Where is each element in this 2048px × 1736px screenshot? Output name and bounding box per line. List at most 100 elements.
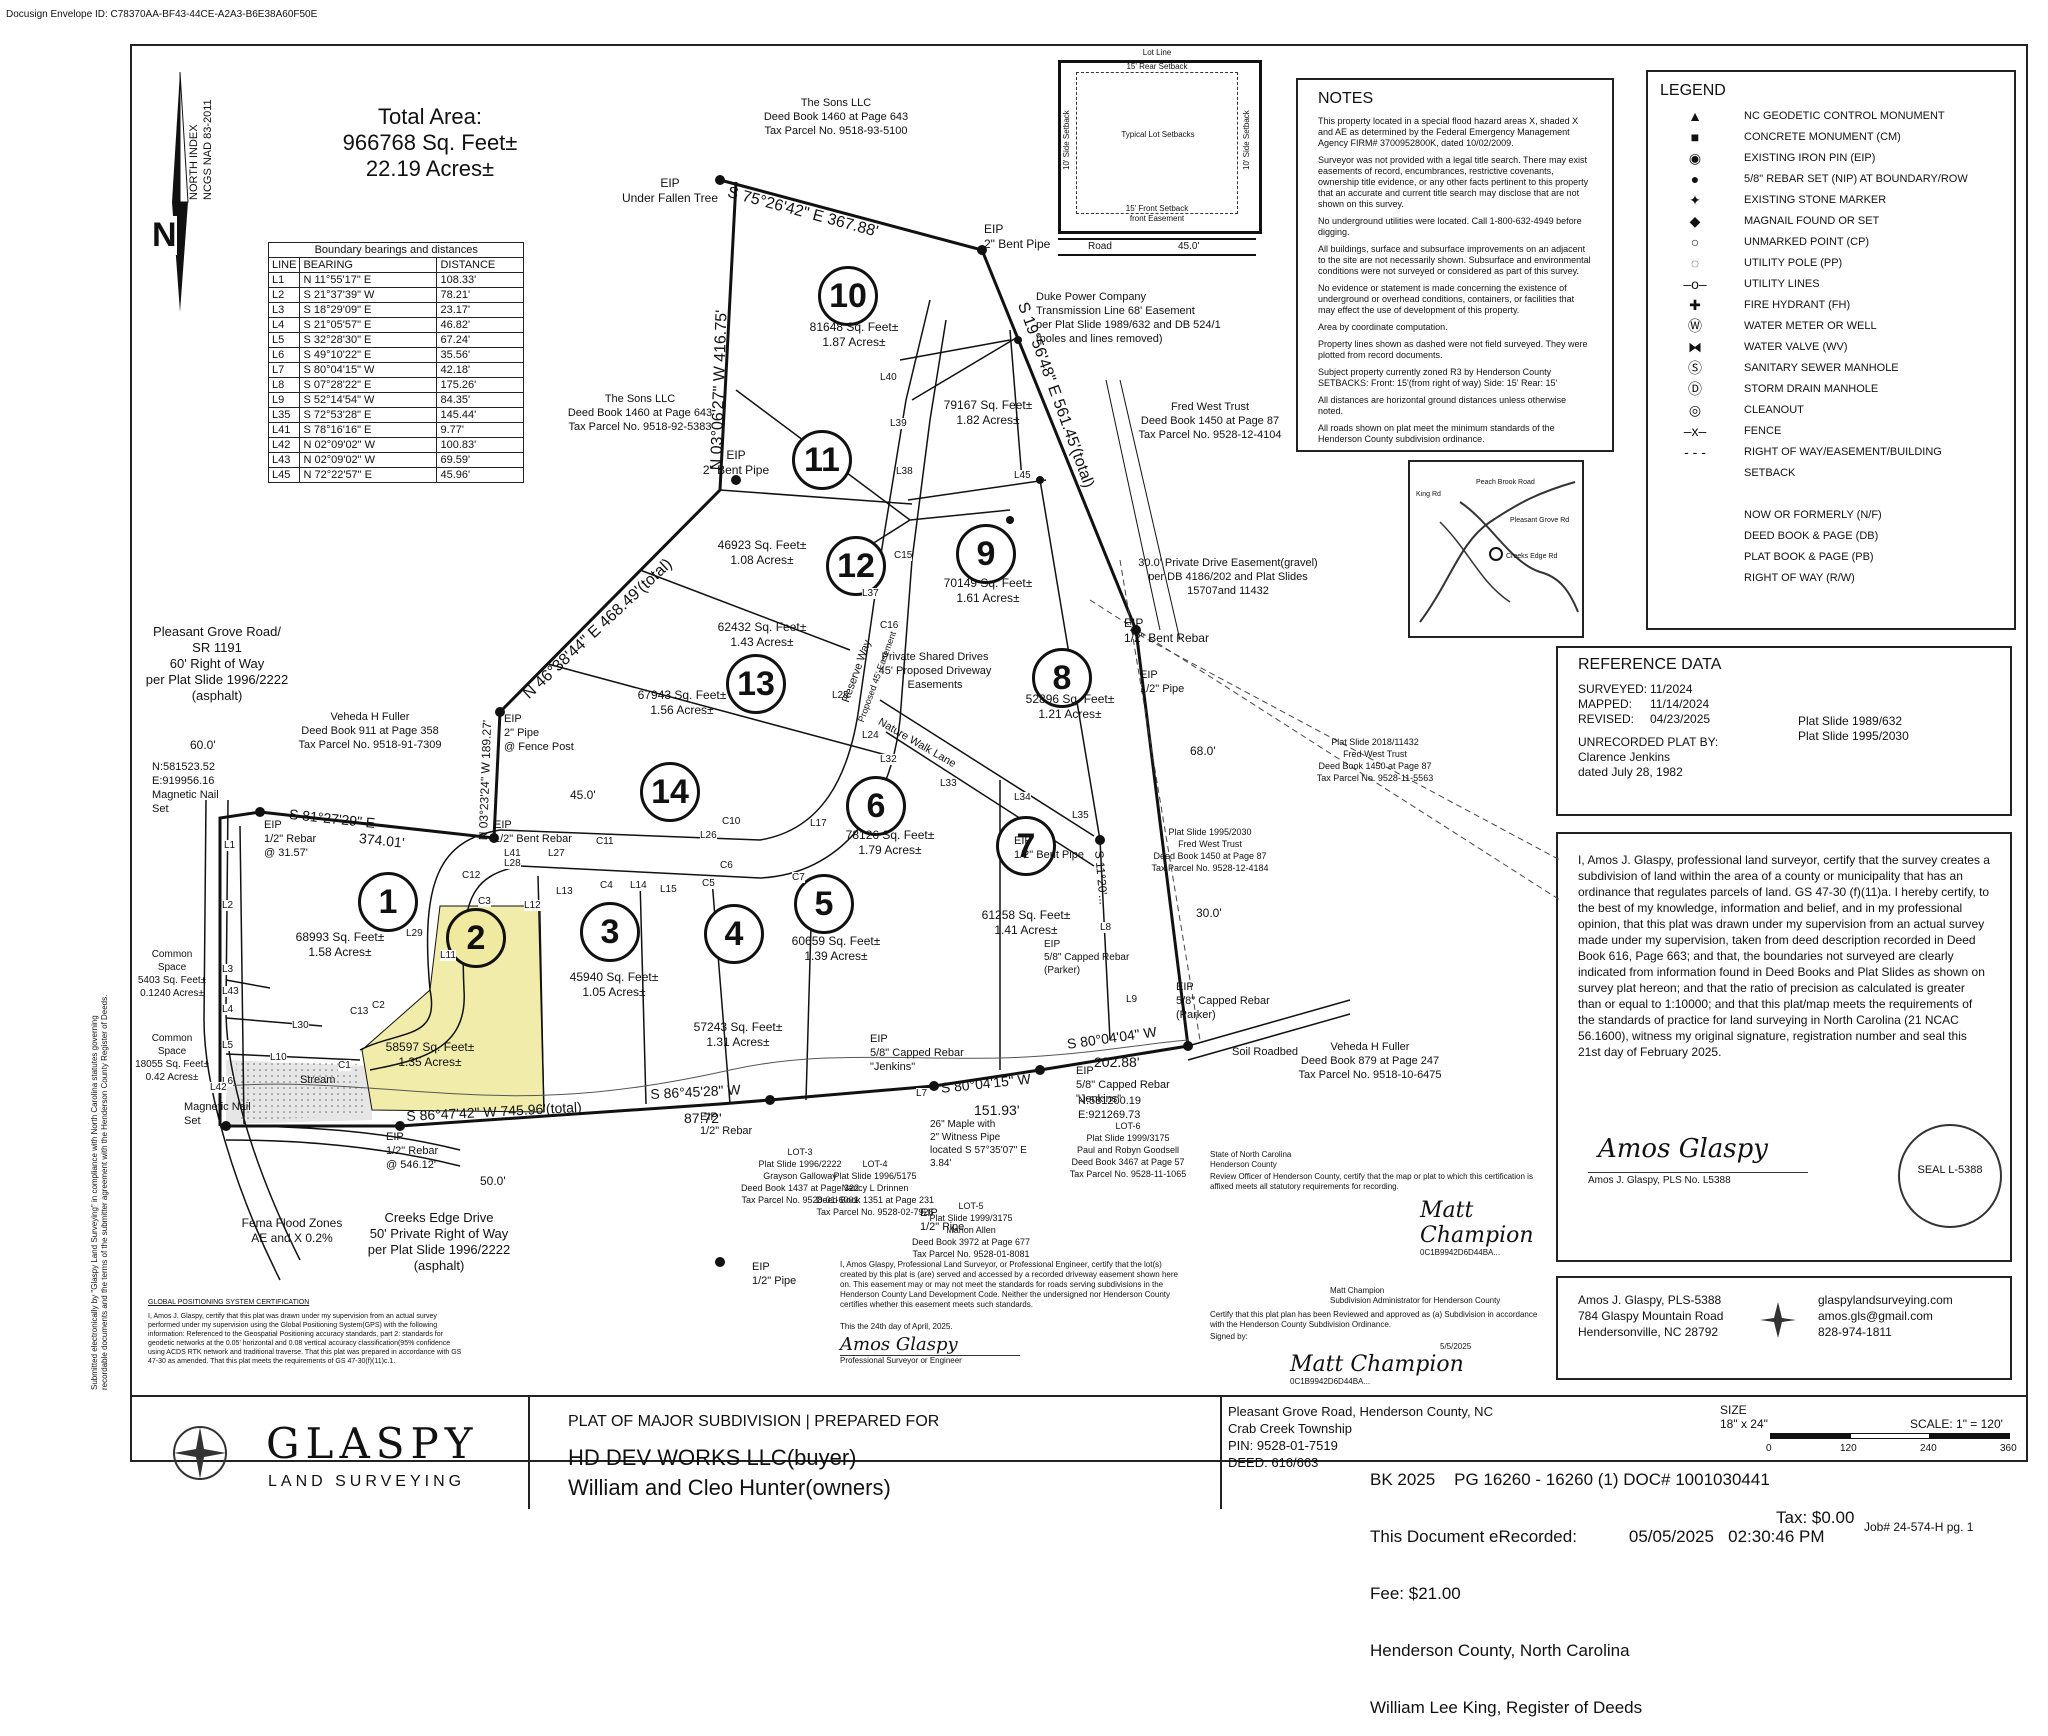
label-line: EIP <box>1044 939 1061 950</box>
label-line: EIP <box>264 819 282 831</box>
label-line: (poles and lines removed) <box>1036 333 1163 345</box>
table-cell: L4 <box>267 317 301 333</box>
label-line: 2" Bent Pipe <box>702 463 770 477</box>
cleanout-icon: ◎ <box>1688 402 1702 418</box>
label-line: Tax Parcel No. 9528-01-6001 <box>741 1195 859 1205</box>
notes-box: NOTES This property located in a special… <box>1296 78 1614 452</box>
legend-label: DEED BOOK & PAGE (DB) <box>1744 530 1879 542</box>
creeks-edge-drive <box>225 999 1351 1167</box>
surveyor-signature: Amos Glaspy <box>1598 1134 1768 1164</box>
note-item: Area by coordinate computation. <box>1318 322 1448 332</box>
label-line: 30.0' Private Drive Easement(gravel) <box>1138 557 1318 569</box>
legend-label: NC GEODETIC CONTROL MONUMENT <box>1744 110 1945 122</box>
title-sep-1 <box>528 1397 530 1509</box>
table-cell: S 80°04'15" W <box>299 362 438 378</box>
legend-label: CLEANOUT <box>1744 404 1804 416</box>
review-envelope: 0C1B9942D6D44BA... <box>1420 1248 1501 1257</box>
label-line: per DB 4186/202 and Plat Slides <box>1148 571 1308 583</box>
revised-date: 04/23/2025 <box>1650 712 1711 726</box>
table-cell: N 72°22'57" E <box>299 467 438 483</box>
company-email[interactable]: amos.gls@gmail.com <box>1818 1309 1933 1323</box>
segment-label: L41 <box>504 848 521 859</box>
stone-marker-icon: ✦ <box>1689 192 1701 208</box>
segment-label: L29 <box>406 928 423 939</box>
fire-hydrant-icon: ✚ <box>1689 297 1701 313</box>
label-line: Space <box>157 1046 187 1057</box>
segment-label: L35 <box>1072 810 1089 821</box>
lot-sqft: 70149 Sq. Feet± <box>943 576 1033 590</box>
segment-label: L10 <box>270 1052 287 1063</box>
lot-area-9: 70149 Sq. Feet±1.61 Acres± <box>928 576 1048 606</box>
segment-label: L34 <box>1014 792 1031 803</box>
legend-label: PLAT BOOK & PAGE (PB) <box>1744 551 1874 563</box>
lot-sqft: 67943 Sq. Feet± <box>637 688 727 702</box>
north-arrow: N <box>150 62 210 322</box>
company-web[interactable]: glaspylandsurveying.com <box>1818 1293 1953 1307</box>
label-line: 5/8" Capped Rebar <box>1176 995 1270 1007</box>
title-sep-2 <box>1220 1397 1222 1509</box>
label-line: EIP <box>1176 981 1194 993</box>
legend-label: WATER METER OR WELL <box>1744 320 1877 332</box>
lot-sqft: 79167 Sq. Feet± <box>943 398 1033 412</box>
lot-number-3: 3 <box>580 902 640 962</box>
label-line: EIP <box>700 1111 718 1123</box>
lot-number-11: 11 <box>792 430 852 490</box>
note-item: All buildings, surface and subsurface im… <box>1318 244 1591 276</box>
segment-label: C11 <box>596 836 614 847</box>
segment-label: L30 <box>292 1020 309 1031</box>
label-line: Duke Power Company <box>1036 291 1147 303</box>
label-line: (asphalt) <box>191 688 243 703</box>
lot-acres: 1.31 Acres± <box>706 1035 770 1049</box>
label-line: 1/2" Bent Rebar <box>494 833 572 845</box>
engineer-sig-label: Professional Surveyor or Engineer <box>840 1355 1020 1366</box>
label-line: Fred West Trust <box>1343 749 1407 759</box>
front-setback: 15' Front Setback <box>1125 204 1189 213</box>
lot-line-box <box>1058 60 1262 234</box>
label-line: Under Fallen Tree <box>621 191 719 205</box>
plat-slide-2: Plat Slide 1995/2030 <box>1798 729 1909 743</box>
glaspy-logo-icon <box>170 1423 230 1483</box>
lot-acres: 1.41 Acres± <box>994 923 1058 937</box>
vicinity-map: King Rd Peach Brook Road Pleasant Grove … <box>1408 460 1584 638</box>
label-line: The Sons LLC <box>800 97 872 109</box>
lot-sqft: 81648 Sq. Feet± <box>809 320 899 334</box>
iron-pin-icon: ◉ <box>1688 150 1702 166</box>
label-line: Deed Book 1437 at Page 322 <box>740 1183 860 1193</box>
vicinity-road-1: King Rd <box>1416 491 1441 498</box>
legend-label: UTILITY LINES <box>1744 278 1820 290</box>
lot-area-7: 61258 Sq. Feet±1.41 Acres± <box>966 908 1086 938</box>
north-letter: N <box>152 216 177 255</box>
scale-bar <box>1770 1433 2010 1441</box>
label-w45: 45.0' <box>570 788 596 802</box>
boundary-caption: Boundary bearings and distances <box>267 242 525 258</box>
lot-acres: 1.43 Acres± <box>730 635 794 649</box>
label-line: EIP <box>494 819 512 831</box>
label-line: Plat Slide 1995/2030 <box>1168 827 1252 837</box>
gps-cert-title: GLOBAL POSITIONING SYSTEM CERTIFICATION <box>148 1299 310 1306</box>
legend-label: SETBACK <box>1744 467 1796 479</box>
power-easement <box>1089 559 1561 1041</box>
lot-setback-detail: Lot Line 15' Rear Setback Typical Lot Se… <box>1058 48 1262 260</box>
label-line: 1/2" Bent Rebar <box>1124 631 1209 645</box>
lot-number-6: 6 <box>846 776 906 836</box>
unrecorded-3: dated July 28, 1982 <box>1578 765 1683 779</box>
magnail-icon: ◆ <box>1689 213 1701 229</box>
review-state: State of North Carolina <box>1210 1150 1292 1159</box>
segment-label: L3 <box>222 964 234 975</box>
lot-number-13: 13 <box>726 654 786 714</box>
reference-box: REFERENCE DATA SURVEYED:11/2024 MAPPED:1… <box>1556 646 2012 816</box>
private-drive-lines <box>1105 379 1181 641</box>
segment-label: C1 <box>338 1060 351 1071</box>
